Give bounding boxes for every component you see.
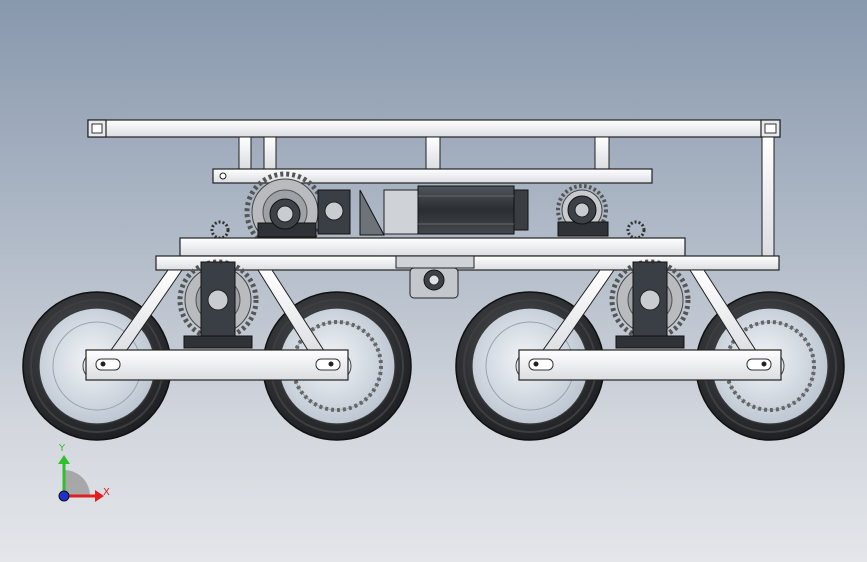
top-rail xyxy=(87,119,781,138)
y-axis-label: Y xyxy=(59,443,66,454)
motor-bracket xyxy=(359,189,419,236)
left-bogie xyxy=(85,262,349,381)
center-bearing xyxy=(395,255,475,299)
upper-left-bearing xyxy=(257,198,317,238)
upper-deck xyxy=(212,168,653,184)
z-axis-dot xyxy=(58,490,70,502)
upper-right-bearing xyxy=(557,195,609,237)
axis-triad xyxy=(58,455,104,502)
right-bogie xyxy=(518,262,782,381)
left-tensioner xyxy=(210,220,230,240)
x-axis-label: X xyxy=(103,487,110,498)
right-tensioner xyxy=(626,220,646,240)
support-posts xyxy=(238,136,775,258)
upper-mid-bearing xyxy=(317,189,351,235)
drive-motor xyxy=(417,185,529,235)
